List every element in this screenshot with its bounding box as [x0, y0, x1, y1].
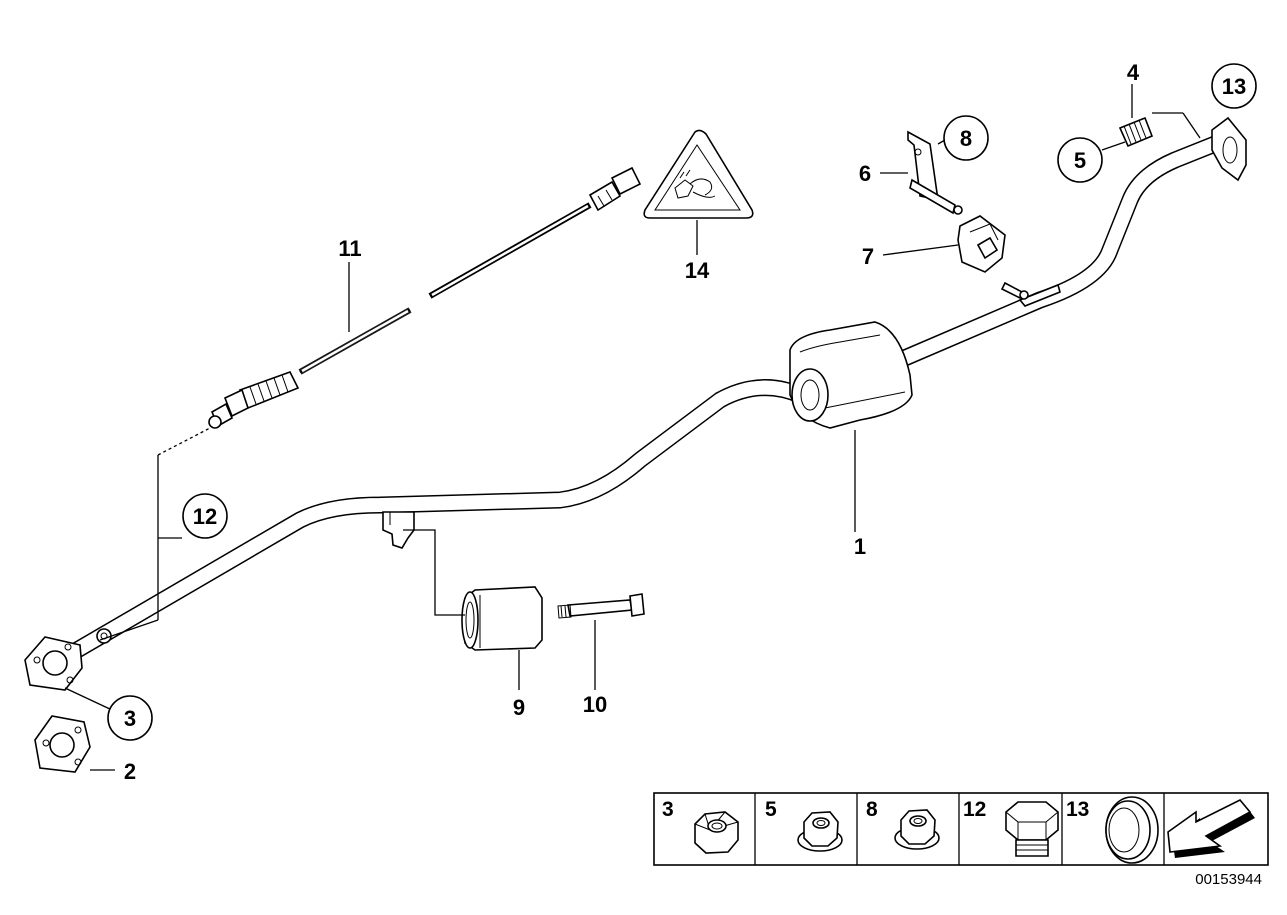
- callout-11: 11: [338, 236, 361, 261]
- callout-6: 6: [859, 161, 871, 186]
- callout-1: 1: [854, 534, 866, 559]
- legend-label-5: 5: [765, 798, 777, 821]
- flange-nut-icon-8: [894, 809, 940, 850]
- warning-label: [643, 129, 754, 219]
- stud-with-nut: [1118, 116, 1154, 148]
- legend-label-12: 12: [963, 798, 986, 821]
- legend-table: 3 5 8 12: [653, 792, 1269, 866]
- gasket: [34, 715, 91, 773]
- sealing-ring-icon: [1105, 796, 1159, 864]
- callout-10: 10: [583, 692, 607, 717]
- bolt: [557, 593, 645, 619]
- rubber-bushing: [461, 586, 543, 651]
- leader-lines: [64, 84, 1201, 771]
- callout-labels: 1 2 3 4 5 6 7 8 9 10 11 12 13 14: [107, 60, 1257, 784]
- diagram-number: 00153944: [1195, 871, 1262, 888]
- oxygen-sensor: [208, 166, 642, 429]
- hanger-bracket: [907, 130, 963, 215]
- rubber-mount: [957, 215, 1029, 300]
- legend-label-13: 13: [1066, 798, 1089, 821]
- callout-8: 8: [960, 126, 972, 151]
- flange-nut-icon-5: [797, 811, 843, 852]
- callout-13: 13: [1222, 74, 1246, 99]
- callout-3: 3: [124, 706, 136, 731]
- hex-nut-icon: [694, 811, 739, 854]
- legend-label-8: 8: [866, 798, 878, 821]
- screw-plug-icon: [1005, 801, 1059, 857]
- callout-2: 2: [124, 759, 136, 784]
- callout-4: 4: [1127, 60, 1140, 85]
- callout-9: 9: [513, 695, 525, 720]
- legend-label-3: 3: [662, 798, 674, 821]
- front-pipe-with-catalytic-converter: [24, 116, 1247, 691]
- callout-7: 7: [862, 244, 874, 269]
- callout-12: 12: [193, 504, 217, 529]
- direction-arrow-icon: [1167, 799, 1255, 858]
- callout-5: 5: [1074, 148, 1086, 173]
- callout-14: 14: [685, 258, 710, 283]
